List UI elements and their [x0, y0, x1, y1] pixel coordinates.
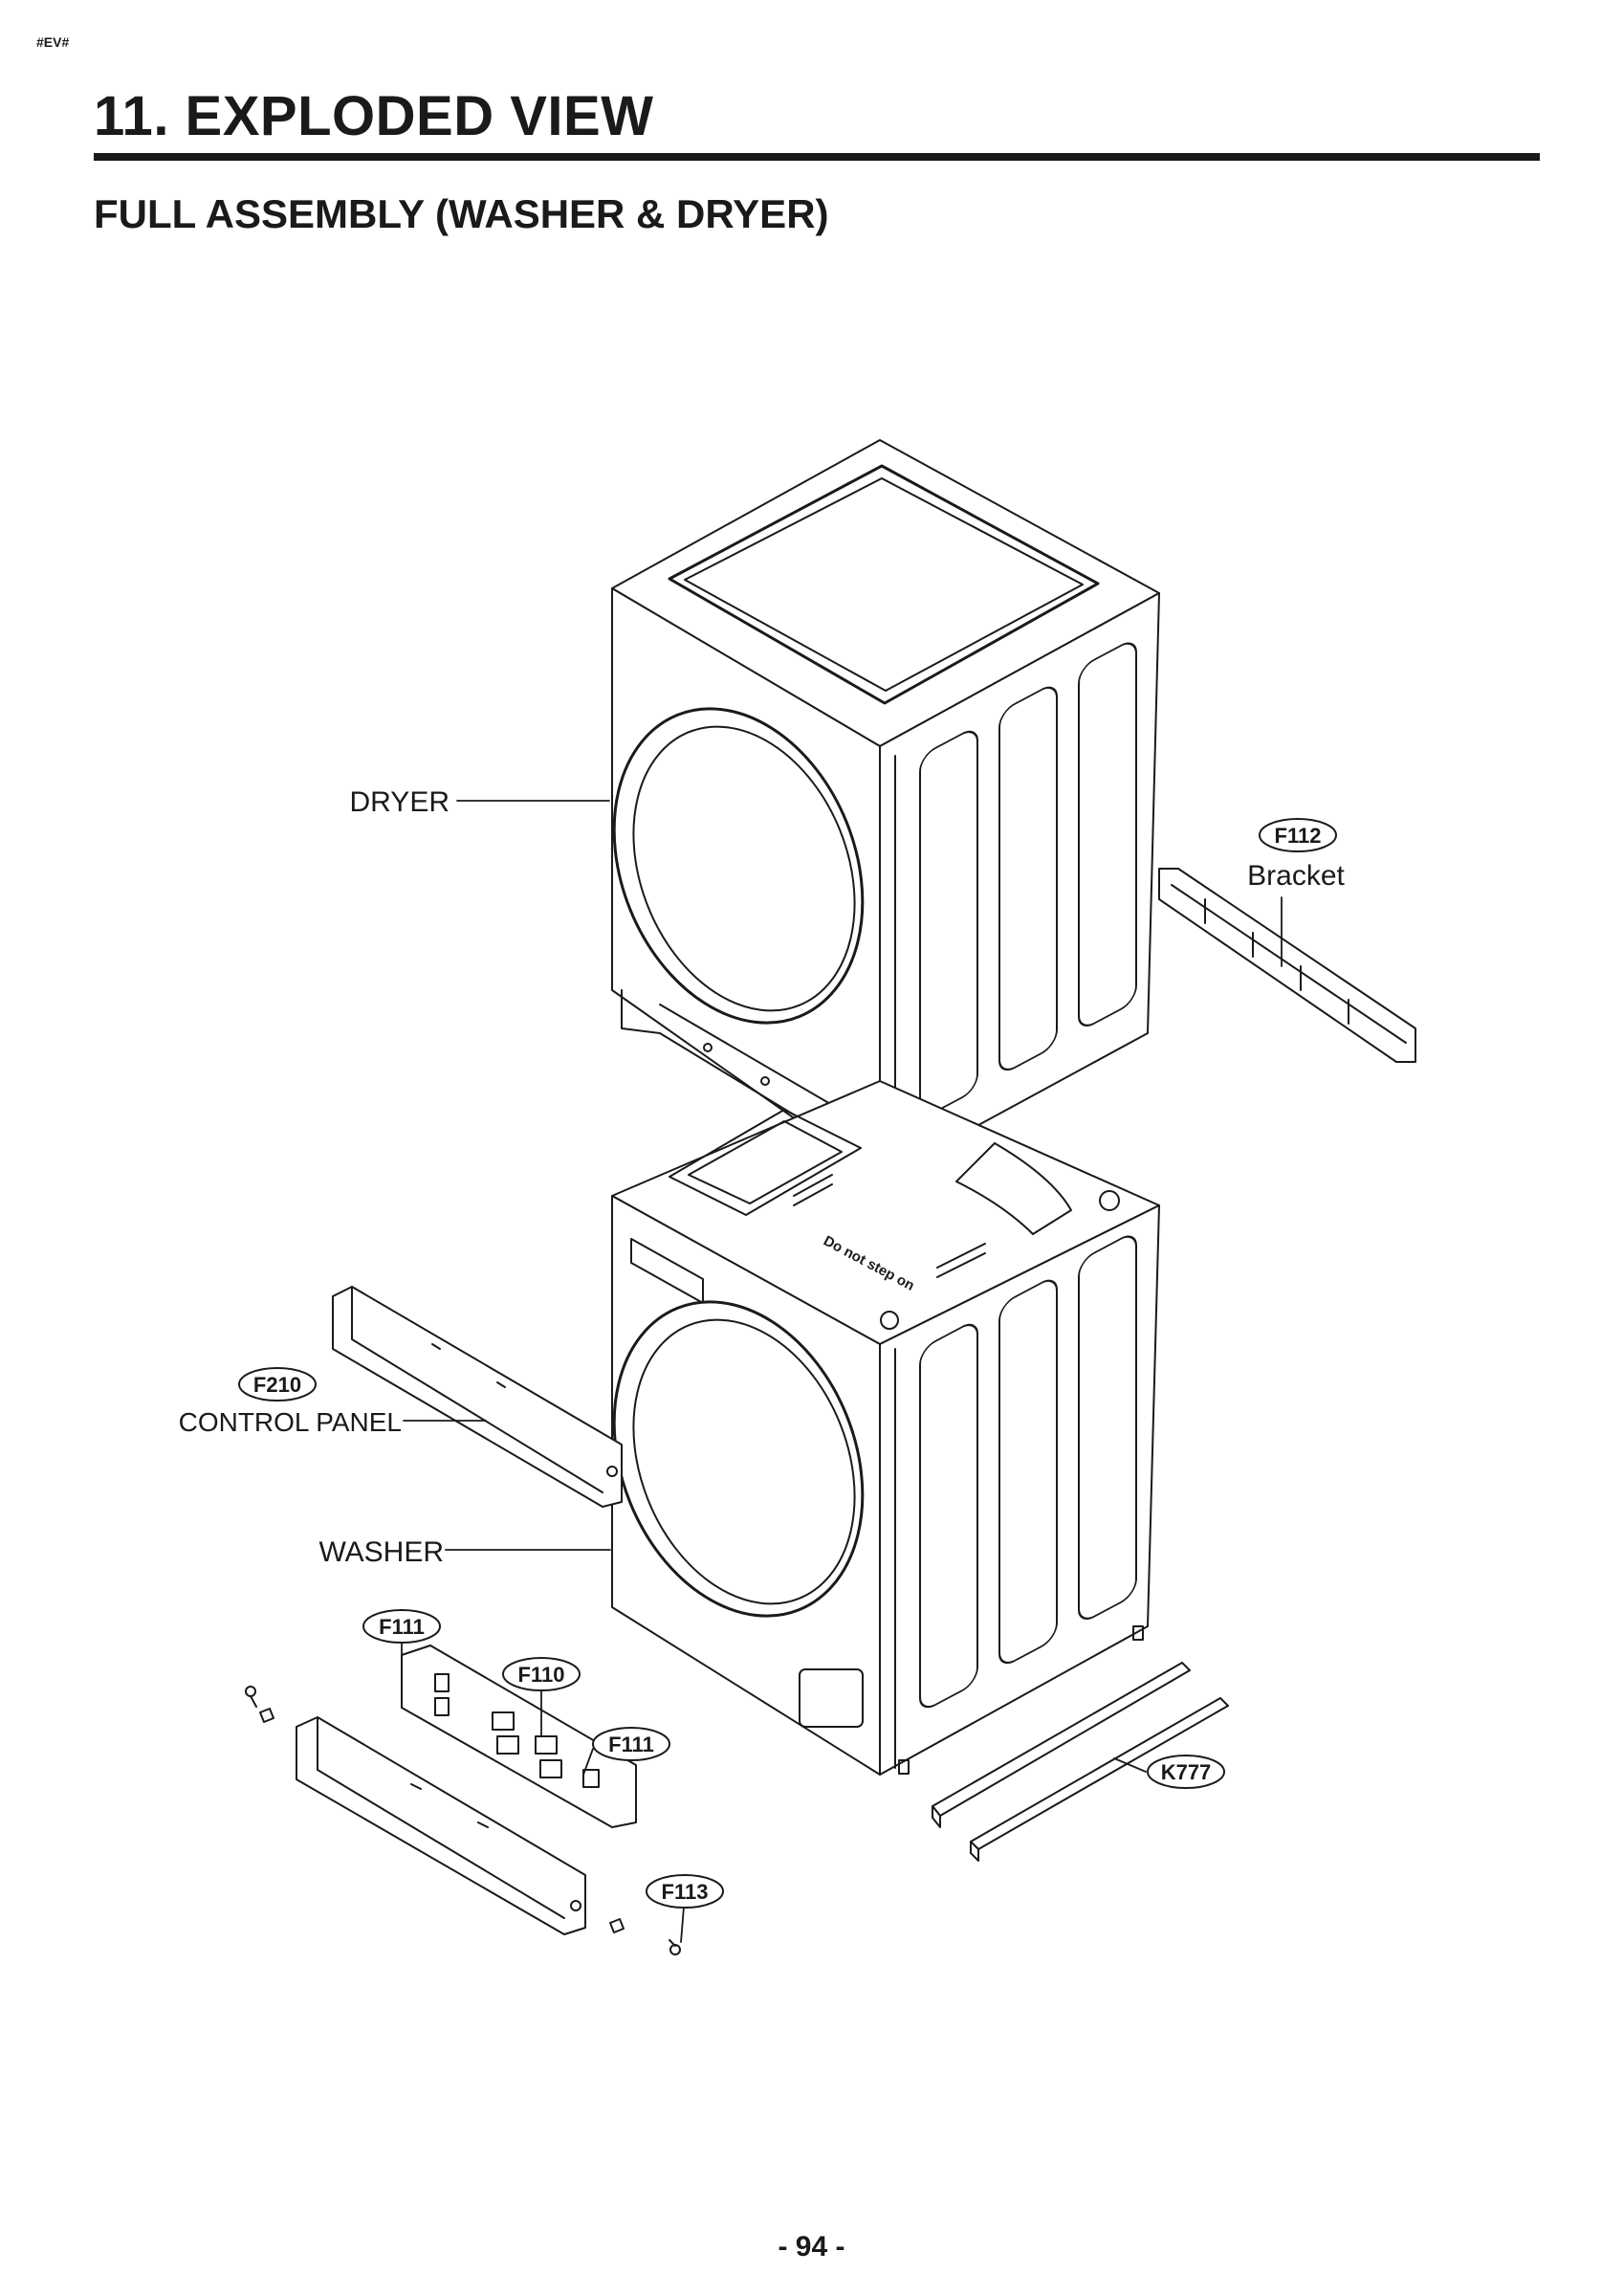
callout-f112: F112: [1275, 824, 1322, 848]
callout-f210: F210: [253, 1373, 301, 1397]
washer-unit: [611, 1080, 1160, 1776]
screws-part: [245, 1686, 681, 1955]
kick-panel-part: [296, 1716, 586, 1935]
callout-f111-top: F111: [379, 1615, 425, 1639]
leader-lines: [401, 800, 1283, 1943]
title-rule: [94, 153, 1540, 161]
rails-part: [932, 1662, 1229, 1862]
callout-f113: F113: [662, 1880, 709, 1904]
dryer-label: DRYER: [350, 786, 450, 818]
page-tag: #EV#: [36, 34, 70, 50]
callout-f111-bottom: F111: [608, 1733, 654, 1756]
page-subtitle: FULL ASSEMBLY (WASHER & DRYER): [94, 191, 829, 236]
callout-ovals: [238, 818, 1337, 1909]
control-panel-label: CONTROL PANEL: [179, 1407, 402, 1437]
page-title: 11. EXPLODED VIEW: [94, 85, 654, 147]
control-panel-part: [332, 1286, 623, 1508]
pcb-plate-part: [401, 1645, 637, 1828]
washer-label: WASHER: [318, 1536, 444, 1568]
callout-f110: F110: [518, 1663, 565, 1687]
page-number: - 94 -: [778, 2231, 845, 2263]
bracket-label: Bracket: [1247, 860, 1345, 892]
dryer-unit: [611, 439, 1160, 1180]
bracket-part: [1158, 868, 1416, 1063]
callout-k777: K777: [1161, 1760, 1212, 1784]
